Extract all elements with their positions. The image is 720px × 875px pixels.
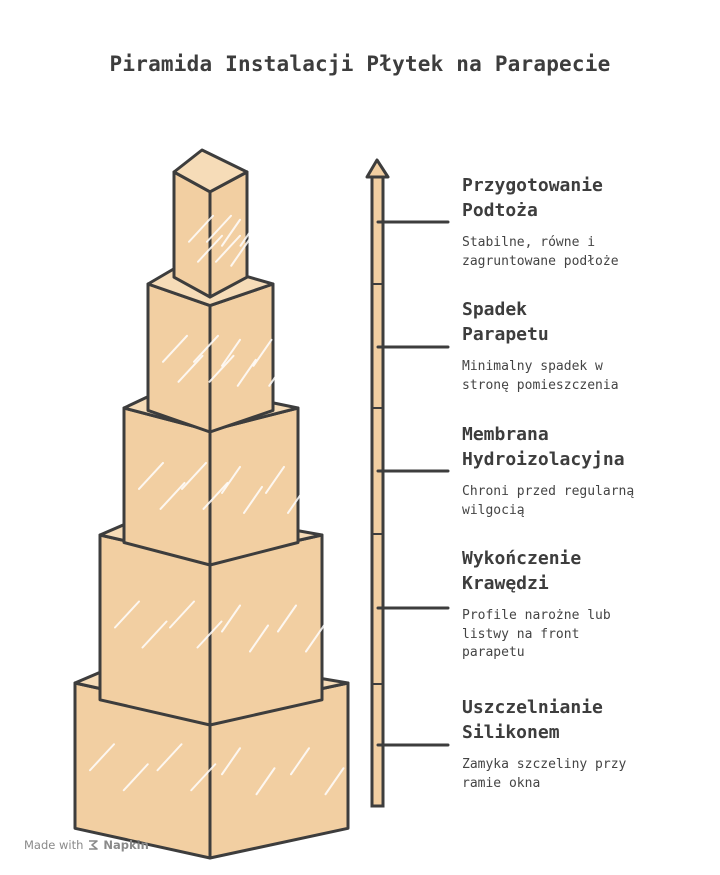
hatch-mark	[177, 354, 204, 383]
hatch-mark	[277, 604, 297, 633]
hatch-mark	[248, 238, 269, 267]
step-title-line: Spadek	[462, 299, 528, 320]
hatch-mark	[181, 461, 207, 490]
step-description-line: listwy na front	[462, 626, 580, 642]
hatch-mark	[208, 354, 235, 383]
hatch-mark	[221, 465, 241, 494]
step-title-line: Krawędzi	[462, 573, 549, 594]
step-title: Wykończenie Krawędzi	[462, 546, 702, 596]
step-title-line: Hydroizolacyjna	[462, 449, 625, 470]
hatch-mark	[243, 485, 263, 514]
step-description-line: Chroni przed regularną	[462, 484, 635, 499]
hatch-mark	[236, 358, 257, 387]
hatch-mark	[290, 747, 310, 776]
hatch-mark	[206, 214, 232, 243]
hatch-mark	[221, 218, 241, 247]
hatch-mark	[197, 234, 223, 263]
step-description: Zamyka szczeliny przy ramie okna	[462, 756, 702, 793]
hatch-mark	[221, 338, 241, 367]
step-title: Przygotowanie Podtoża	[462, 173, 702, 223]
step-description-line: Minimalny spadek w	[462, 359, 603, 374]
step-2: Spadek Parapetu Minimalny spadek w stron…	[462, 297, 702, 395]
step-description-line: Stabilne, równe i	[462, 235, 596, 250]
hatch-mark	[156, 743, 183, 772]
step-title-line: Silikonem	[462, 722, 560, 743]
step-1: Przygotowanie Podtoża Stabilne, równe i …	[462, 173, 702, 271]
block-right-face	[208, 170, 249, 299]
block-stack	[73, 148, 350, 860]
made-with-footer: Made with Napkin	[24, 838, 149, 852]
hatch-mark	[239, 218, 260, 247]
hatch-mark	[252, 338, 273, 367]
vertical-arrow	[365, 158, 450, 808]
hatch-mark	[221, 747, 241, 776]
hatch-mark	[193, 334, 219, 363]
hatch-mark	[324, 767, 345, 796]
hatch-mark	[89, 743, 115, 772]
hatch-mark	[215, 234, 241, 263]
step-title-line: Parapetu	[462, 324, 549, 345]
arrow-shaft	[370, 170, 385, 808]
hatch-mark	[230, 238, 251, 267]
hatch-mark	[122, 763, 149, 792]
hatch-mark	[249, 624, 269, 653]
step-description: Chroni przed regularną wilgocią	[462, 483, 702, 520]
step-description-line: wilgocią	[462, 502, 525, 518]
step-4: Wykończenie Krawędzi Profile narożne lub…	[462, 546, 702, 663]
step-description-line: parapetu	[462, 645, 525, 660]
block-left-face	[172, 170, 212, 299]
hatch-mark	[196, 620, 223, 649]
step-title: Membrana Hydroizolacyjna	[462, 422, 702, 472]
step-description-line: zagruntowane podłoże	[462, 253, 619, 269]
napkin-brand-label: Napkin	[103, 838, 149, 852]
step-title-line: Wykończenie	[462, 548, 582, 569]
block-left-face	[98, 533, 212, 727]
hatch-mark	[162, 334, 188, 363]
diagram-title: Piramida Instalacji Płytek na Parapecie	[109, 52, 611, 76]
step-title: Uszczelnianie Silikonem	[462, 695, 702, 745]
hatch-mark	[265, 465, 285, 494]
hatch-mark	[141, 620, 168, 649]
step-description: Profile narożne lub listwy na front para…	[462, 607, 702, 663]
hatch-mark	[188, 214, 214, 243]
arrow-head	[365, 158, 390, 179]
napkin-logo-icon	[89, 840, 99, 850]
hatch-mark	[287, 485, 307, 514]
hatch-mark	[190, 763, 217, 792]
step-title-line: Membrana	[462, 424, 549, 445]
step-description-line: Profile narożne lub	[462, 608, 611, 623]
hatch-mark	[114, 600, 140, 629]
made-with-label: Made with	[24, 838, 84, 852]
hatch-mark	[202, 481, 229, 510]
step-5: Uszczelnianie Silikonem Zamyka szczeliny…	[462, 695, 702, 793]
hatch-mark	[169, 600, 195, 629]
hatch-mark	[221, 604, 241, 633]
step-description-line: Zamyka szczeliny przy	[462, 757, 627, 772]
hatch-mark	[305, 624, 325, 653]
hatch-mark	[138, 461, 164, 490]
step-3: Membrana Hydroizolacyjna Chroni przed re…	[462, 422, 702, 520]
step-description-line: ramie okna	[462, 775, 541, 791]
step-title: Spadek Parapetu	[462, 297, 702, 347]
step-title-line: Przygotowanie	[462, 175, 603, 196]
step-title-line: Podtoża	[462, 200, 538, 221]
hatch-mark	[268, 358, 289, 387]
block-left-face	[122, 406, 212, 567]
step-description: Minimalny spadek w stronę pomieszczenia	[462, 358, 702, 395]
pyramid-block	[172, 148, 269, 299]
block-top-face	[172, 148, 249, 194]
step-title-line: Uszczelnianie	[462, 697, 603, 718]
step-description-line: stronę pomieszczenia	[462, 377, 619, 393]
hatch-mark	[159, 481, 186, 510]
block-right-face	[208, 282, 275, 434]
hatch-mark	[255, 767, 276, 796]
step-description: Stabilne, równe i zagruntowane podłoże	[462, 234, 702, 271]
